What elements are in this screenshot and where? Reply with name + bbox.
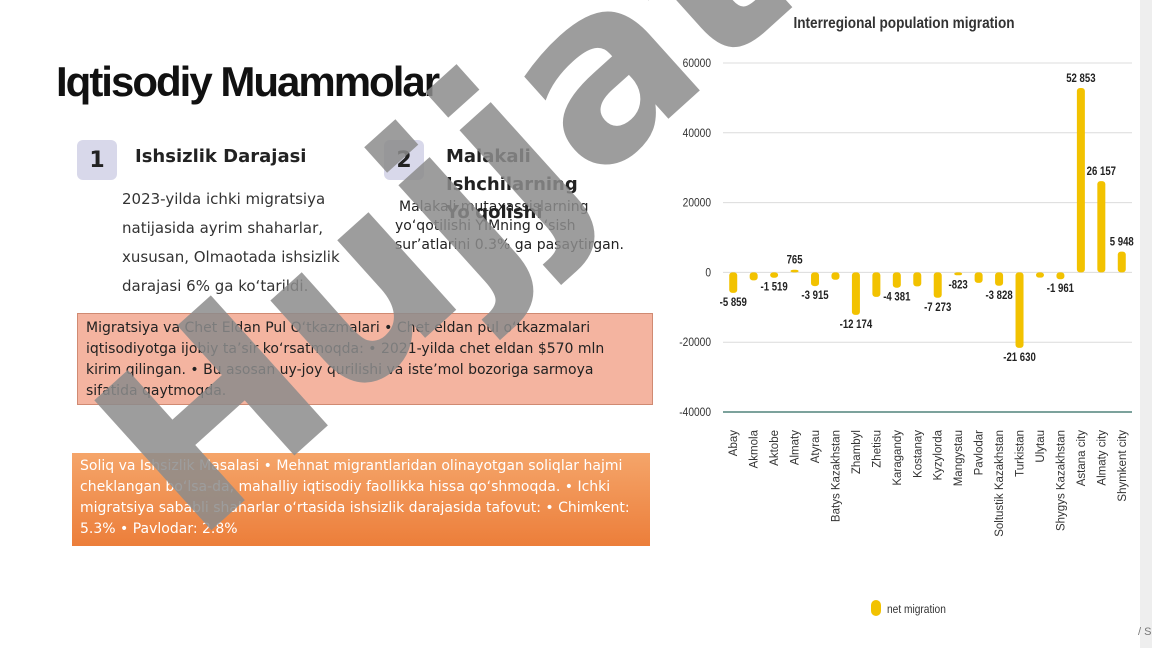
x-tick-label: Astana city [1076, 430, 1088, 486]
corner-text: / S [1138, 626, 1152, 638]
data-label: -7 273 [924, 301, 951, 314]
x-tick-label: Kyzylorda [933, 429, 945, 480]
y-tick-label: 0 [705, 267, 711, 280]
card1-number-badge: 1 [77, 140, 117, 180]
scrollbar-strip [1140, 0, 1152, 648]
data-label: -3 915 [801, 289, 828, 302]
remittances-box: Migratsiya va Chet Eldan Pul O‘tkazmalar… [77, 313, 653, 405]
bar [1056, 272, 1065, 280]
page-title: Iqtisodiy Muammolar [56, 58, 440, 105]
data-label: -12 174 [840, 318, 873, 331]
x-tick-label: Kostanay [912, 430, 924, 478]
data-label: 26 157 [1087, 165, 1116, 178]
x-tick-label: Zhambyl [851, 430, 863, 474]
bar [892, 272, 901, 288]
bar [974, 272, 983, 283]
data-label: -5 859 [720, 296, 747, 309]
card2-text: Malakali mutaxassislarning yo‘qotilishi … [395, 199, 625, 253]
x-tick-label: Abay [728, 430, 740, 456]
bar [1035, 272, 1044, 278]
x-tick-label: Batys Kazakhstan [830, 430, 842, 522]
bar [954, 272, 963, 276]
x-tick-label: Almaty city [1096, 430, 1108, 486]
x-tick-label: Ulytau [1035, 430, 1047, 463]
card2-number-badge: 2 [384, 140, 424, 180]
y-tick-label: 60000 [683, 57, 711, 70]
bar [811, 272, 820, 287]
data-label: -1 961 [1047, 282, 1074, 295]
bar [1015, 272, 1024, 348]
legend-label: net migration [887, 603, 946, 616]
x-tick-label: Shygys Kazakhstan [1055, 430, 1067, 531]
bar [790, 269, 799, 273]
x-tick-label: Pavlodar [974, 430, 986, 476]
bar [1117, 251, 1126, 273]
tax-unemployment-box: Soliq va Ishsizlik Masalasi • Mehnat mig… [72, 453, 650, 546]
x-tick-label: Soltustik Kazakhstan [994, 430, 1006, 537]
migration-chart: Interregional population migration 60000 4… [679, 15, 1134, 616]
data-label: -1 519 [761, 281, 788, 294]
card2-heading: Malakali Ishchilarning Yo'qolishi [446, 146, 578, 223]
bar [1076, 87, 1085, 273]
bar [729, 272, 738, 293]
bar [749, 272, 758, 281]
x-tick-label: Almaty [790, 430, 802, 465]
bar [770, 272, 779, 278]
bar [933, 272, 942, 298]
bar [913, 272, 922, 287]
card1-text: 2023-yilda ichki migratsiya natijasida a… [122, 190, 340, 295]
data-label: -21 630 [1003, 351, 1036, 364]
x-tick-label: Akmola [749, 429, 761, 468]
bar [851, 272, 860, 315]
x-tick-label: Aktobe [769, 430, 781, 466]
x-tick-label: Turkistan [1015, 430, 1027, 477]
data-label: -3 828 [985, 289, 1012, 302]
y-tick-label: -40000 [679, 406, 711, 419]
y-tick-label: 20000 [683, 197, 711, 210]
bar [831, 272, 840, 280]
x-tick-label: Shymkent city [1117, 430, 1129, 502]
data-label: 52 853 [1066, 72, 1095, 85]
chart-title: Interregional population migration [793, 15, 1014, 32]
x-tick-label: Karagandy [892, 430, 904, 486]
bar [1097, 181, 1106, 273]
data-label: -4 381 [883, 291, 910, 304]
y-tick-label: -20000 [679, 337, 711, 350]
data-label: 765 [787, 254, 803, 267]
x-tick-label: Mangystau [953, 430, 965, 486]
card1-heading: Ishsizlik Darajasi [135, 146, 307, 167]
bar [872, 272, 881, 297]
data-label: -823 [949, 278, 968, 291]
y-tick-label: 40000 [683, 127, 711, 140]
data-label: 5 948 [1110, 236, 1134, 249]
bar [995, 272, 1004, 286]
x-tick-label: Atyrau [810, 430, 822, 463]
legend-marker [871, 600, 881, 616]
x-tick-label: Zhetisu [871, 430, 883, 468]
